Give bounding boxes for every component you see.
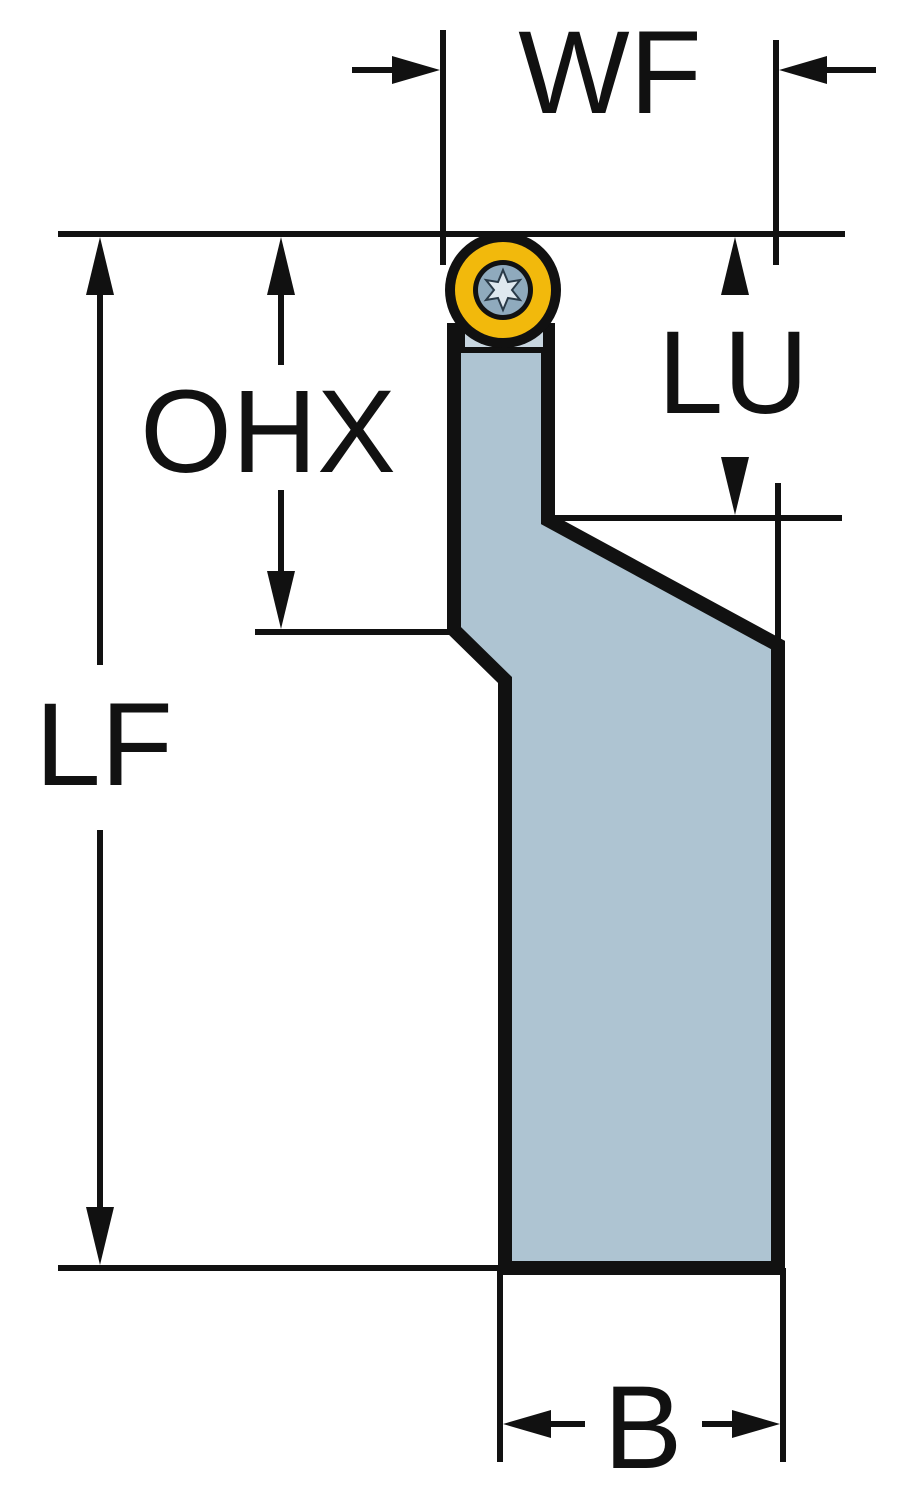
lf-label: LF <box>35 679 173 811</box>
b-arrowhead-right <box>732 1410 780 1438</box>
lf-arrowhead-bottom <box>86 1207 114 1265</box>
cutting-insert <box>445 232 561 348</box>
lf-arrowhead-top <box>86 237 114 295</box>
b-label: B <box>604 1362 683 1494</box>
b-arrowhead-left <box>503 1410 551 1438</box>
lu-arrowhead-top <box>721 237 749 295</box>
lu-arrowhead-bottom <box>721 457 749 515</box>
wf-label: WF <box>518 7 701 139</box>
lu-label: LU <box>658 307 809 439</box>
ohx-label: OHX <box>140 366 396 498</box>
wf-arrowhead-left <box>392 56 440 84</box>
torx-screw-icon <box>478 265 528 315</box>
ohx-arrowhead-top <box>267 237 295 295</box>
wf-arrowhead-right <box>779 56 827 84</box>
tool-holder-shank <box>447 323 785 1275</box>
ohx-arrowhead-bottom <box>267 571 295 629</box>
